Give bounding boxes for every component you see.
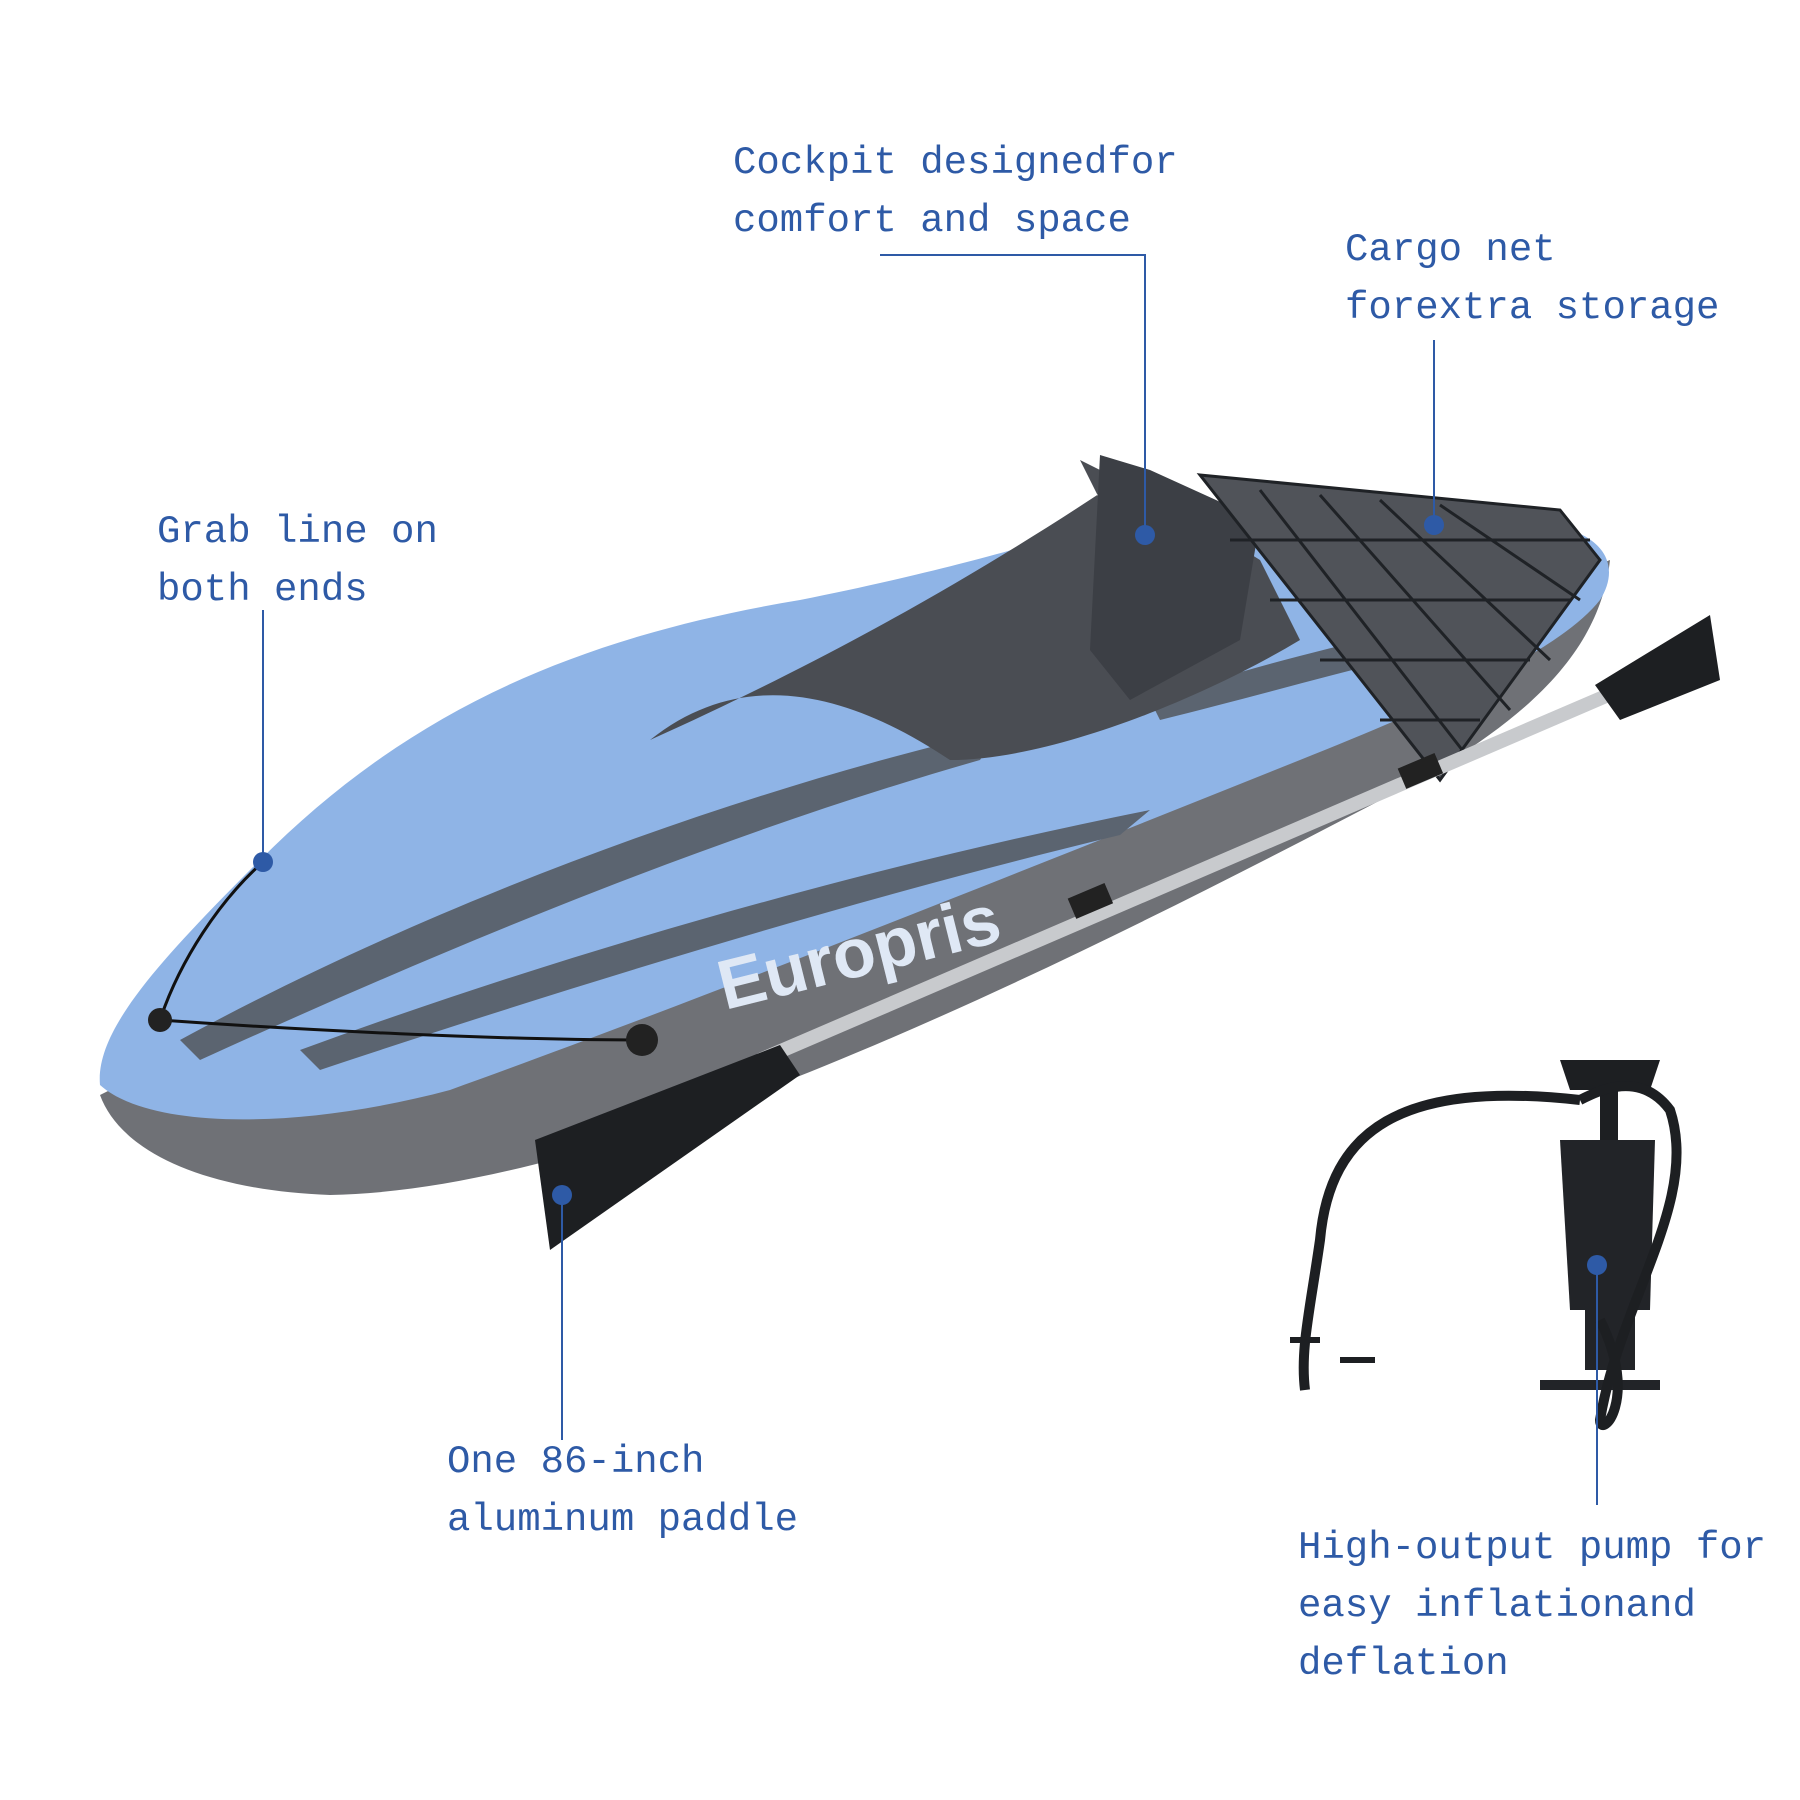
marker-dot — [1424, 515, 1444, 535]
cargo-net — [1196, 473, 1602, 783]
callout-line: deflation — [1298, 1642, 1509, 1686]
callout-line: High-output pump for — [1298, 1526, 1767, 1570]
callout-line: both ends — [157, 568, 368, 612]
callout-line: easy inflationand — [1298, 1584, 1696, 1628]
callout-leaders — [262, 254, 1598, 1505]
grab-line-anchor — [148, 1008, 172, 1032]
kayak-seat — [1090, 455, 1260, 700]
marker-dot — [253, 852, 273, 872]
callout-paddle: One 86-inch aluminum paddle — [447, 1433, 798, 1549]
callout-line: Cockpit designedfor — [733, 141, 1178, 185]
marker-dot — [552, 1185, 572, 1205]
kayak-stripe — [180, 730, 1000, 1060]
kayak-stripe — [300, 810, 1150, 1070]
callout-line: One 86-inch — [447, 1440, 705, 1484]
marker-dot — [1587, 1255, 1607, 1275]
callout-line: Grab line on — [157, 510, 438, 554]
callout-pump: High-output pump for easy inflationand def… — [1298, 1519, 1766, 1693]
callout-cockpit: Cockpit designedfor comfort and space — [733, 134, 1178, 250]
callout-line: aluminum paddle — [447, 1498, 799, 1542]
marker-dot — [1135, 525, 1155, 545]
leader-cockpit — [880, 254, 1146, 535]
callout-cargo: Cargo net forextra storage — [1345, 221, 1719, 337]
callout-grab-line: Grab line on both ends — [157, 503, 438, 619]
callout-line: comfort and space — [733, 199, 1131, 243]
pump — [1290, 1060, 1682, 1431]
callout-line: forextra storage — [1345, 286, 1720, 330]
paddle — [535, 615, 1720, 1250]
grab-line — [157, 860, 641, 1042]
grab-line-anchor — [626, 1024, 658, 1056]
callout-line: Cargo net — [1345, 228, 1556, 272]
